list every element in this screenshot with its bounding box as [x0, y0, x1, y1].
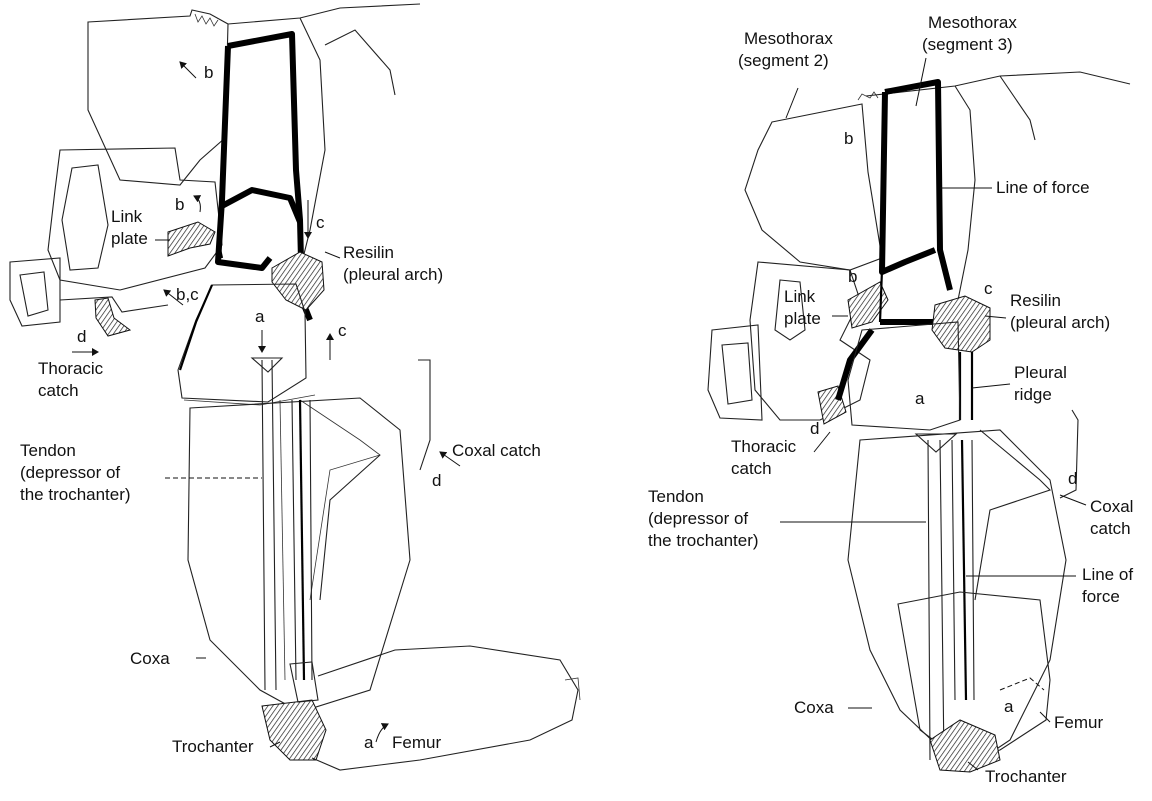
left-resilin-label: Resilin (pleural arch) — [343, 243, 443, 284]
left-arrow-b-top — [180, 62, 196, 78]
right-mesothorax-3-label: Mesothorax (segment 3) — [922, 13, 1022, 54]
right-coxal-catch-label: Coxal catch — [1090, 497, 1138, 538]
left-letter-c-lower: c — [338, 321, 347, 340]
left-coxal-catch-label: Coxal catch — [452, 441, 541, 460]
right-coxa-label: Coxa — [794, 698, 834, 717]
left-coxa-label: Coxa — [130, 649, 170, 668]
right-letter-d-thoracic: d — [810, 419, 819, 438]
left-femur-label: Femur — [392, 733, 441, 752]
left-tendon — [262, 360, 276, 690]
left-trochanter-label: Trochanter — [172, 737, 254, 756]
left-link-plate — [168, 222, 215, 256]
left-link-plate-label: Link plate — [111, 207, 148, 248]
left-letter-a-mid: a — [255, 307, 265, 326]
right-line-of-force-top-label: Line of force — [996, 178, 1090, 197]
left-letter-a-femur: a — [364, 733, 374, 752]
left-letter-d-thoracic: d — [77, 327, 86, 346]
left-resilin-pad — [272, 252, 324, 310]
right-letter-b-link: b — [848, 267, 857, 286]
left-panel: Link plate Thoracic catch Resilin (pleur… — [10, 4, 580, 770]
right-tendon-label: Tendon (depressor of the trochanter) — [648, 487, 759, 550]
left-femur — [312, 646, 578, 770]
right-letter-d-coxal: d — [1068, 469, 1077, 488]
right-letter-a-mid: a — [915, 389, 925, 408]
right-femur-label: Femur — [1054, 713, 1103, 732]
left-letter-bc: b,c — [176, 285, 199, 304]
left-thoracic-catch-label: Thoracic catch — [38, 359, 108, 400]
left-letter-b-link: b — [175, 195, 184, 214]
right-coxa — [848, 430, 1066, 760]
left-coxa — [188, 398, 410, 712]
left-tendon-label: Tendon (depressor of the trochanter) — [20, 441, 131, 504]
right-tendon — [928, 440, 944, 760]
right-trochanter-label: Trochanter — [985, 767, 1067, 786]
right-letter-b-top: b — [844, 129, 853, 148]
left-letter-c-upper: c — [316, 213, 325, 232]
left-thoracic-catch — [95, 298, 130, 336]
right-line-of-force-bottom-label: Line of force — [1082, 565, 1138, 606]
left-letter-b-top: b — [204, 63, 213, 82]
right-resilin-pad — [932, 296, 990, 352]
right-pleural-ridge — [960, 352, 972, 420]
right-pleural-ridge-label: Pleural ridge — [1014, 363, 1072, 404]
left-letter-d-coxal: d — [432, 471, 441, 490]
right-thoracic-catch-label: Thoracic catch — [731, 437, 801, 478]
right-panel: Mesothorax (segment 2) Mesothorax (segme… — [648, 13, 1138, 786]
right-trochanter — [930, 720, 1000, 772]
right-mesothorax-2-label: Mesothorax (segment 2) — [738, 29, 838, 70]
right-resilin-label: Resilin (pleural arch) — [1010, 291, 1110, 332]
right-letter-c: c — [984, 279, 993, 298]
right-letter-a-femur: a — [1004, 697, 1014, 716]
left-trochanter — [262, 700, 326, 760]
